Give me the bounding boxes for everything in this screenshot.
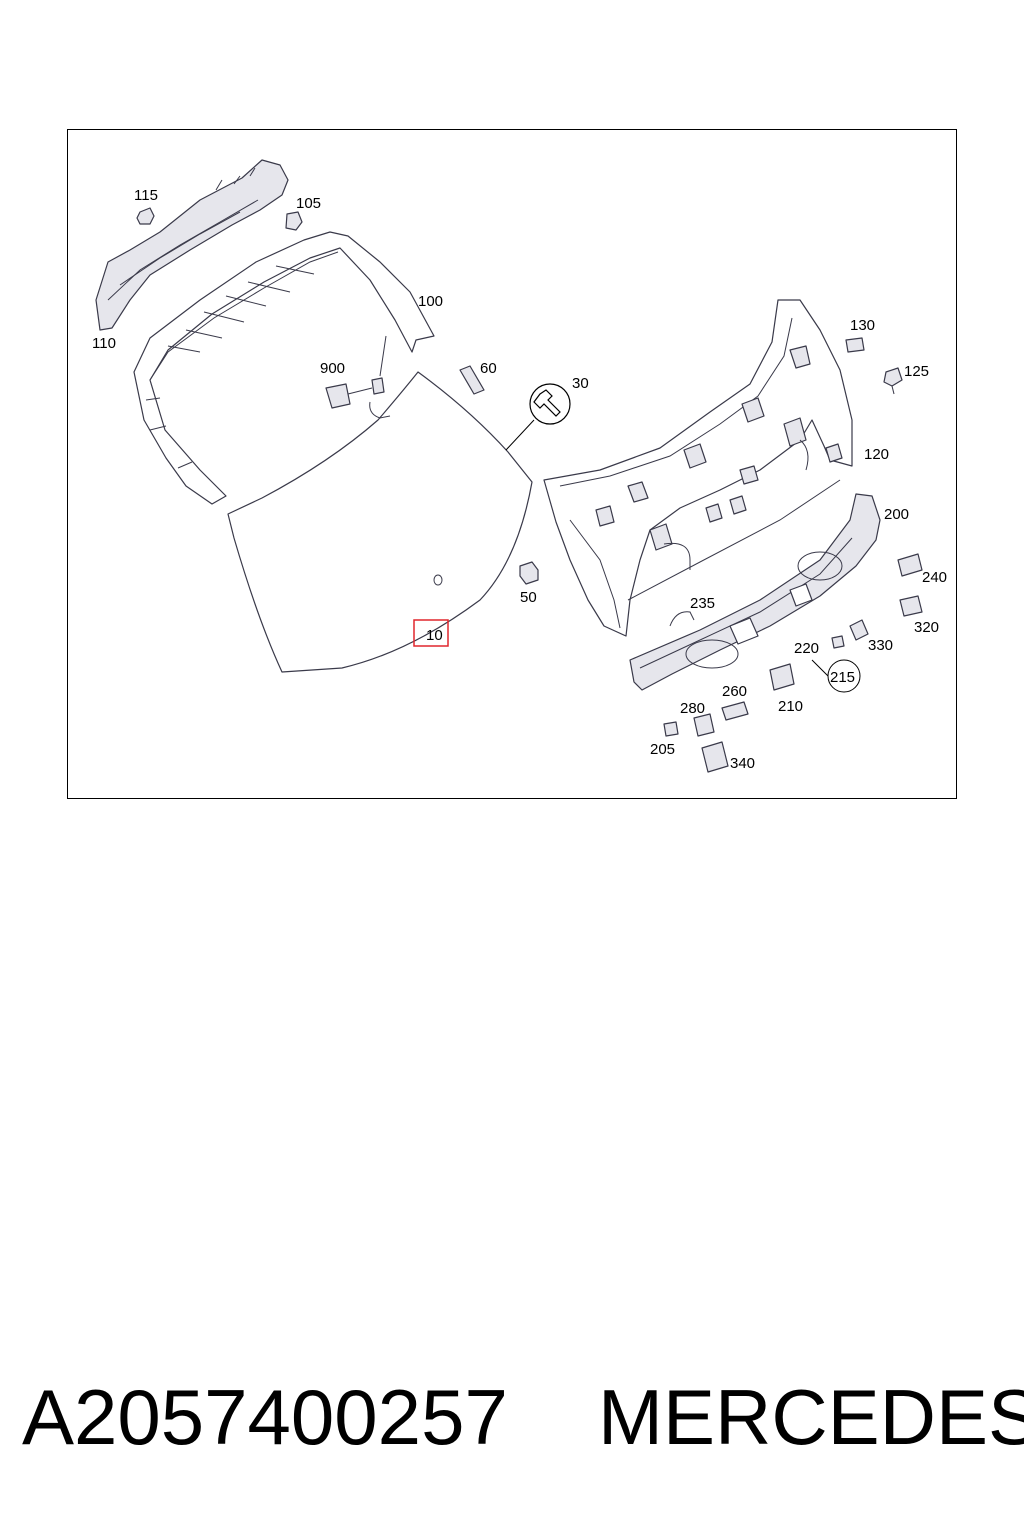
callout-10-highlight	[413, 619, 449, 647]
part-130-clip	[845, 337, 865, 353]
part-210-switch	[769, 663, 795, 691]
callout-60: 60	[480, 360, 497, 377]
part-120-tailgate-panel	[543, 299, 853, 637]
part-115-clip	[136, 207, 155, 225]
part-215-circle	[811, 659, 861, 693]
callout-120: 120	[864, 446, 889, 463]
callout-210: 210	[778, 698, 803, 715]
part-330-clip	[849, 619, 869, 641]
callout-10: 10	[426, 627, 443, 644]
part-number: A2057400257	[22, 1373, 508, 1461]
part-240-switch	[897, 553, 923, 577]
part-205-clip	[663, 721, 679, 737]
callout-340: 340	[730, 755, 755, 772]
part-60-strip	[459, 365, 485, 395]
part-125-screw	[883, 367, 903, 395]
callout-215: 215	[830, 669, 855, 686]
part-10-rear-window-glass	[227, 371, 533, 673]
part-900-connector	[325, 335, 391, 419]
brand-name: MERCEDES	[598, 1373, 1024, 1461]
callout-125: 125	[904, 363, 929, 380]
callout-320: 320	[914, 619, 939, 636]
callout-205: 205	[650, 741, 675, 758]
part-235-wire	[669, 611, 695, 627]
callout-200: 200	[884, 506, 909, 523]
part-100-window-frame	[133, 231, 435, 505]
callout-330: 330	[868, 637, 893, 654]
callout-220: 220	[794, 640, 819, 657]
part-30-wrench-icon	[505, 383, 571, 451]
callout-30: 30	[572, 375, 589, 392]
callout-100: 100	[418, 293, 443, 310]
callout-235: 235	[690, 595, 715, 612]
callout-105: 105	[296, 195, 321, 212]
callout-260: 260	[722, 683, 747, 700]
part-220-clip	[831, 635, 845, 649]
part-50-block	[519, 561, 539, 585]
callout-900: 900	[320, 360, 345, 377]
callout-240: 240	[922, 569, 947, 586]
part-340-unit	[701, 741, 729, 773]
part-320-switch	[899, 595, 923, 617]
part-260-lamp	[721, 701, 749, 721]
part-105-clip	[285, 211, 303, 231]
callout-50: 50	[520, 589, 537, 606]
callout-280: 280	[680, 700, 705, 717]
part-280-connector	[693, 713, 715, 737]
callout-110: 110	[92, 335, 116, 352]
callout-130: 130	[850, 317, 875, 334]
callout-115: 115	[134, 187, 158, 204]
part-200-lower-trim	[629, 493, 881, 691]
part-110-trim-strip	[95, 159, 289, 331]
